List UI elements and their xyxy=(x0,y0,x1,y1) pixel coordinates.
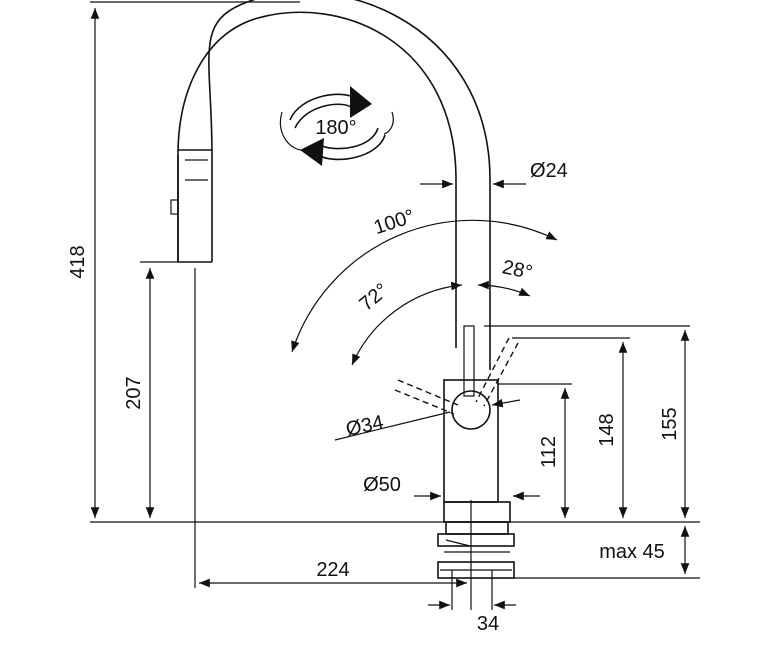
lever-dashed-left xyxy=(394,379,459,415)
mount-nut xyxy=(445,521,509,535)
spray-button xyxy=(170,199,179,215)
label-angle-outer: 100° xyxy=(371,205,417,239)
faucet-outline xyxy=(170,0,519,579)
arc-28 xyxy=(477,280,531,297)
extension-lines xyxy=(90,1,700,610)
label-spout-height: 207 xyxy=(123,376,145,409)
spout-inner xyxy=(208,0,491,370)
rotation-symbol xyxy=(279,86,394,166)
arc-100 xyxy=(291,219,558,353)
label-lever-max-height: 155 xyxy=(659,407,681,440)
faucet-body xyxy=(443,379,499,503)
label-total-height: 418 xyxy=(67,245,89,278)
label-angle-inner: 72° xyxy=(355,279,392,315)
spout-outer xyxy=(177,11,457,348)
dimension-lines xyxy=(90,7,690,610)
label-base-width: 34 xyxy=(477,613,499,635)
label-max-counter: max 45 xyxy=(599,541,665,563)
label-angle-right: 28° xyxy=(500,256,534,284)
mount-plate xyxy=(437,561,515,579)
faucet-base xyxy=(443,501,511,523)
lever-hub xyxy=(451,390,491,430)
label-spout-diameter: Ø24 xyxy=(530,160,568,182)
label-rotation: 180° xyxy=(315,117,356,139)
label-reach: 224 xyxy=(316,559,349,581)
spray-head xyxy=(177,149,212,263)
lever-dashed-right xyxy=(475,337,519,407)
label-lever-top-height: 148 xyxy=(596,413,618,446)
arc-72 xyxy=(351,281,463,366)
label-base-diameter: Ø50 xyxy=(363,474,401,496)
dimension-labels: 418 207 180° Ø24 100° 72° 28° Ø34 112 14… xyxy=(67,117,681,635)
label-lever-height: 112 xyxy=(538,436,560,468)
label-lever-diameter: Ø34 xyxy=(344,411,386,440)
lever-vertical xyxy=(463,325,475,397)
mount-shank xyxy=(437,533,515,547)
